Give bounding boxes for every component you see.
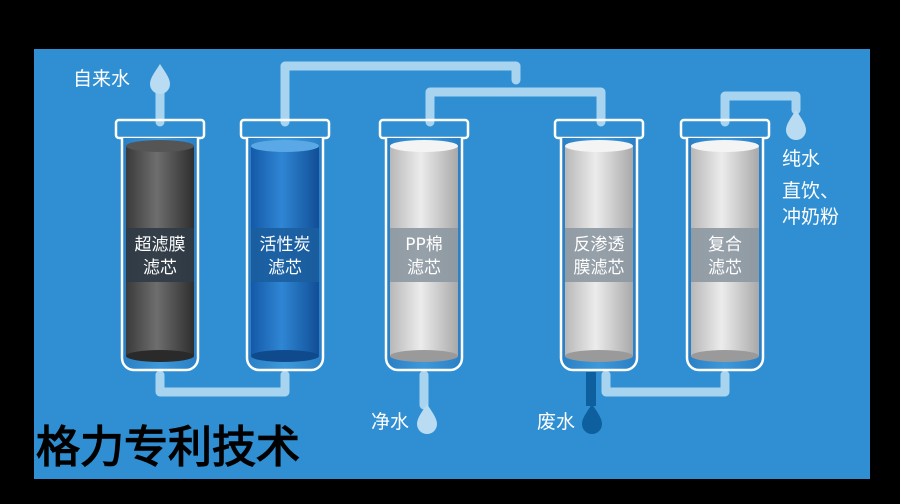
pipe-carbon-to-ro [280, 61, 521, 127]
core-top [126, 140, 194, 152]
filter-name-line1: PP棉 [405, 235, 443, 255]
filter-name-line2: 滤芯 [268, 258, 302, 278]
waste-water-label: 废水 [537, 411, 575, 433]
core-top [691, 140, 759, 152]
filter-name-line2: 膜滤芯 [574, 258, 625, 278]
pipe-uf-to-carbon [155, 370, 290, 397]
pipe-waste-outlet [586, 372, 596, 406]
filter-name-line2: 滤芯 [708, 258, 742, 278]
filter-name-line2: 滤芯 [407, 258, 441, 278]
brand-title: 格力专利技术 [36, 422, 300, 473]
filter-name-line1: 超滤膜 [135, 235, 186, 255]
filter-name-line1: 反渗透 [574, 235, 625, 255]
core-bottom [565, 350, 633, 362]
water-drop-icon [786, 110, 806, 140]
filter-name-line2: 滤芯 [143, 258, 177, 278]
pipe-pure-outlet [720, 91, 801, 127]
core-top [251, 140, 319, 152]
core-bottom [126, 350, 194, 362]
core-bottom [390, 350, 458, 362]
drinking-usage-label: 直饮、 [782, 180, 839, 202]
filter-label-band [691, 228, 759, 282]
pipe-ro-to-composite [601, 370, 730, 397]
filter-label-band [390, 228, 458, 282]
waste-water-drop-icon [582, 404, 602, 434]
clean-water-label: 净水 [371, 411, 409, 433]
core-bottom [251, 350, 319, 362]
core-top [390, 140, 458, 152]
water-drop-icon [150, 64, 170, 94]
filter-label-band [251, 228, 319, 282]
water-drop-icon [417, 404, 437, 434]
core-top [565, 140, 633, 152]
pipes [155, 61, 801, 410]
filter-label-band [565, 228, 633, 282]
filter-name-line1: 复合 [708, 235, 742, 255]
pure-water-label: 纯水 [782, 148, 820, 170]
filter-label-band [126, 228, 194, 282]
filter-name-line1: 活性炭 [260, 235, 311, 255]
formula-usage-label: 冲奶粉 [782, 206, 839, 228]
tap-water-label: 自来水 [73, 68, 130, 90]
pipe-header-to-pp [425, 87, 606, 127]
core-bottom [691, 350, 759, 362]
